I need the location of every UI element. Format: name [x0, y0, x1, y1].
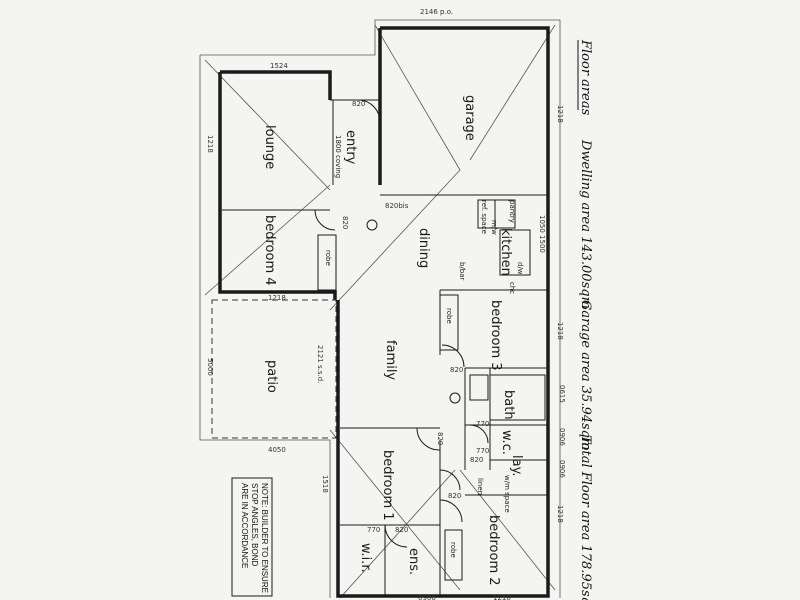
dim-1218b: 1218 — [556, 105, 564, 123]
label-mw: m/w — [490, 220, 498, 235]
label-bedroom1: bedroom 1 — [380, 450, 395, 521]
label-bath: bath — [501, 390, 516, 420]
dim-770c: 770 — [367, 526, 380, 534]
interior-walls — [222, 99, 548, 596]
dim-0906c: 0906 — [558, 460, 566, 478]
dim-770a: 770 — [476, 420, 489, 428]
label-garage: garage — [462, 95, 477, 141]
label-family: family — [383, 340, 398, 380]
dim-770b: 770 — [476, 447, 489, 455]
dim-0615: 0615 — [558, 385, 566, 403]
label-dining: dining — [416, 228, 431, 268]
dim-820e: 820 — [436, 432, 444, 445]
label-kitchen: kitchen — [498, 228, 513, 276]
roof-lines — [199, 19, 561, 599]
dim-1218a: 1218 — [206, 135, 214, 153]
dim-1524: 1524 — [270, 62, 288, 70]
dim-1218e: 1218 — [556, 322, 564, 340]
note-line3: ARE IN ACCORDANCE — [240, 483, 249, 568]
floor-areas-title: Floor areas — [578, 39, 593, 116]
patio-outline — [211, 299, 337, 439]
label-wc: w.c. — [499, 430, 514, 455]
total-area: Total Floor area 178.95sqm — [578, 435, 593, 600]
dim-1218f: 1218 — [556, 505, 564, 523]
dim-820a: 820 — [352, 100, 365, 108]
label-wm: w/m space — [503, 475, 511, 513]
note-box — [231, 477, 273, 597]
dim-1518: 1518 — [321, 475, 329, 493]
note-line1: NOTE: BUILDER TO ENSURE — [260, 483, 269, 593]
label-lay: lay. — [509, 455, 524, 477]
label-ens: ens. — [406, 548, 421, 575]
label-lounge: lounge — [262, 125, 277, 169]
dim-820c: 820 — [450, 366, 463, 374]
label-bedroom4: bedroom 4 — [262, 215, 277, 286]
smoke-detector-icon — [366, 219, 378, 231]
dim-820g: 820 — [395, 526, 408, 534]
label-robe-bed4: robe — [324, 250, 332, 266]
label-bedroom3: bedroom 3 — [488, 300, 503, 371]
dim-0906: 0906 — [418, 594, 436, 600]
dim-820d: 820 — [448, 492, 461, 500]
label-dw: d/w — [516, 262, 524, 275]
label-bbar: b/bar — [458, 262, 466, 281]
dim-1218c: 1218 — [268, 294, 286, 302]
dim-820b: 820 — [341, 216, 349, 229]
dim-4050: 4050 — [268, 446, 286, 454]
label-linen: linen — [476, 478, 484, 495]
label-chc: chc — [508, 282, 516, 294]
label-entry: entry — [343, 130, 358, 165]
door-swings — [314, 99, 489, 548]
dim-820f: 820 — [470, 456, 483, 464]
label-robe-bed3: robe — [445, 308, 453, 324]
dim-top: 2146 p.o. — [420, 8, 453, 16]
note-line2: STOP ANGLES, BOND — [250, 483, 259, 567]
label-bedroom2: bedroom 2 — [486, 515, 501, 586]
dim-0906b: 0906 — [558, 428, 566, 446]
dwelling-area: Dwelling area 143.00sqm — [578, 139, 593, 309]
label-patio: patio — [264, 360, 279, 393]
label-pantry: pantry — [508, 200, 516, 223]
smoke-detector-icon — [449, 392, 461, 404]
dim-1050: 1050 1500 — [538, 215, 546, 253]
dim-2121: 2121 s.s.d. — [316, 345, 324, 383]
outer-walls — [218, 26, 550, 598]
dim-1218d: 1218 — [493, 594, 511, 600]
garage-area: Garage area 35.94sqm — [578, 300, 593, 450]
label-wir: w.i.r. — [358, 543, 373, 573]
label-coving: 1800 coving — [334, 135, 342, 178]
label-robe-bed2: robe — [449, 542, 457, 558]
dim-5000: 5000 — [206, 358, 214, 376]
dim-820bis: 820bis — [385, 202, 409, 210]
label-ref-space: ref. space — [480, 200, 488, 234]
